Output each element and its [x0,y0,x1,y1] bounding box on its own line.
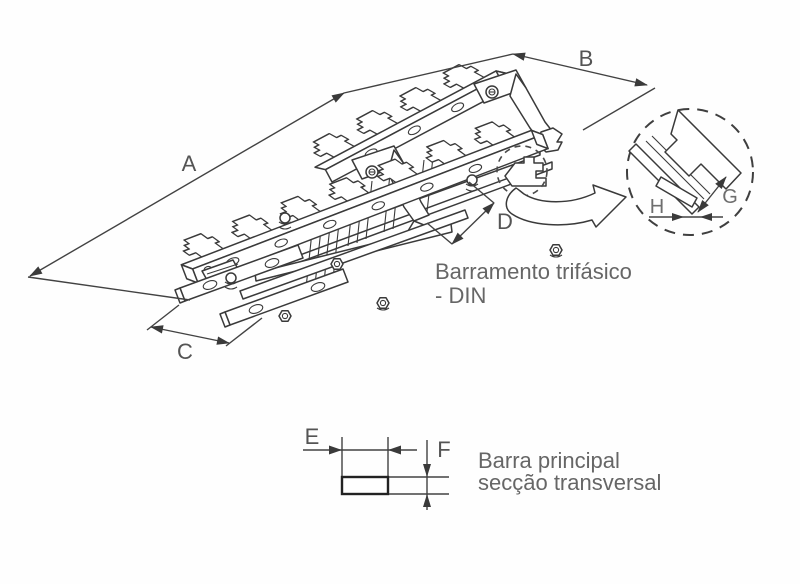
bar-cross-section-rect [340,475,390,496]
arrowhead [423,464,431,477]
arrowhead [423,494,431,507]
dimension-label-C: C [177,339,193,364]
cross-section-drawing: E F [303,424,451,510]
arrowhead [388,445,401,455]
dimension-label-G: G [722,186,738,208]
captions: Barramento trifásico - DIN Barra princip… [435,259,661,495]
detail-zoom-circle [626,108,754,236]
main-caption-line1: Barramento trifásico [435,259,632,284]
screw-spring-icon [224,272,238,290]
dimensions: A B C D [27,46,656,364]
end-fork-tab [504,156,547,187]
arrowhead [672,213,684,221]
extension-line [582,87,656,131]
extension-line [27,276,191,301]
terminal-bar-2 [219,268,349,328]
hex-bolt-icon [330,258,344,270]
extension-line [146,304,180,331]
dimension-line-B [512,52,648,87]
detail-callout: G H [496,108,754,236]
bolt-icon [485,85,499,99]
arrowhead [700,213,712,221]
dimension-line-D [451,202,495,245]
bolt-icon [365,165,379,179]
extension-line [426,222,453,245]
detail-source-circle [496,145,548,197]
arrowhead [329,445,342,455]
dimension-label-B: B [579,46,594,71]
hex-bolt-icon [376,297,390,311]
dimension-line-C [150,325,230,345]
extension-line [468,181,495,204]
dimension-line-A [29,92,345,277]
dimension-label-H: H [650,196,664,218]
dimension-label-D: D [497,209,513,234]
dimension-label-E: E [305,424,320,449]
main-caption-line2: - DIN [435,283,486,308]
cross-section-caption-line2: secção transversal [478,470,661,495]
dimension-line-G [697,176,727,213]
curved-callout-arrow [505,184,627,228]
cross-section-caption-line1: Barra principal [478,448,620,473]
extension-line [225,317,263,347]
dimension-label-A: A [182,151,197,176]
hex-bolt-icon [278,310,292,322]
hex-bolt-icon [549,244,563,258]
dimension-label-F: F [437,437,450,462]
detail-profile [628,109,742,215]
extension-line [343,53,514,94]
